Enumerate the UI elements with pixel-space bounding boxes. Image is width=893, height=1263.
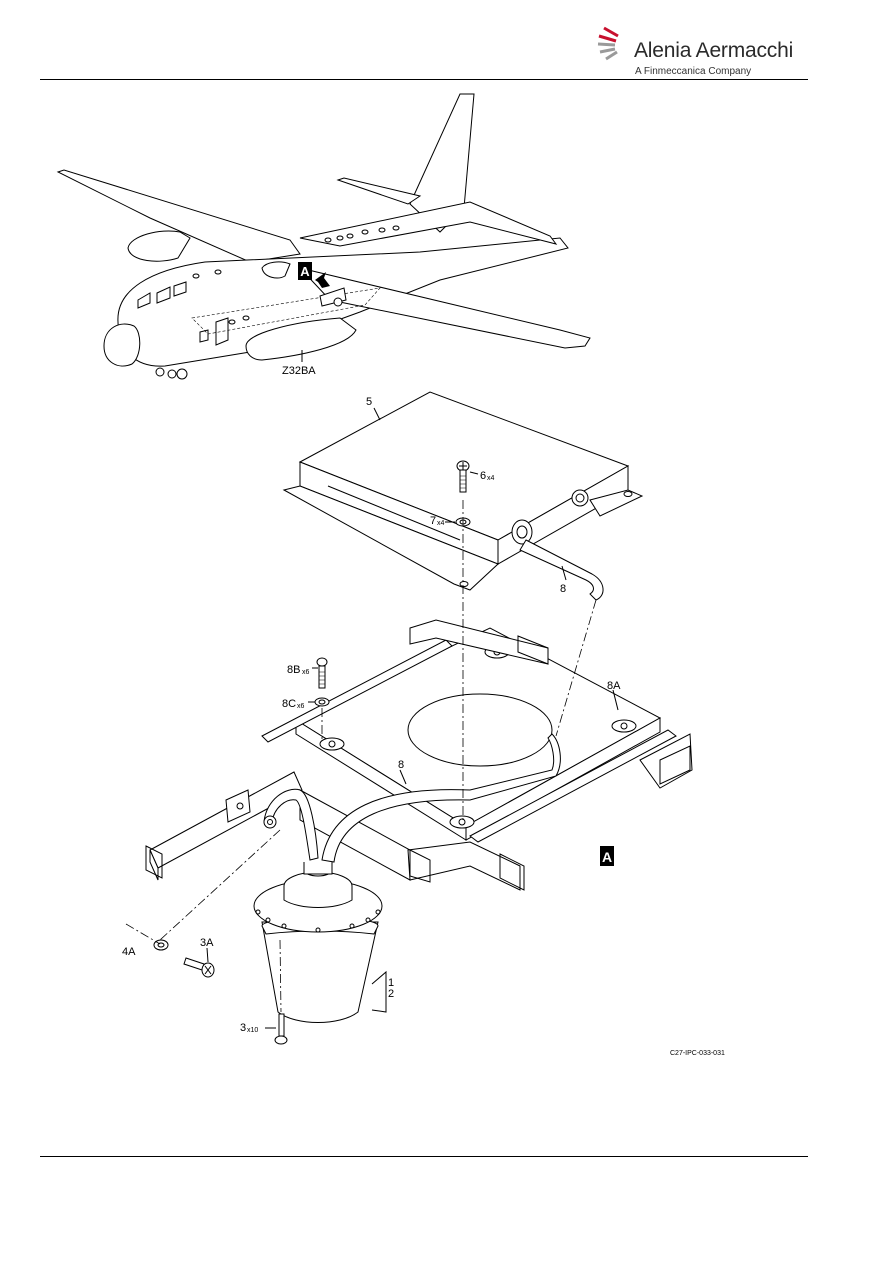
callout-item-2: 2 [388,988,394,1000]
screw-item-6-icon [456,460,470,493]
footer-rule [40,1156,808,1157]
zone-label: Z32BA [282,365,316,377]
callout-item-8c: 8C [282,698,296,710]
company-tagline: A Finmeccanica Company [635,66,752,77]
callout-item-1: 1 [388,977,394,989]
antenna-item-1-2-drawing [253,862,383,1023]
detail-view-letter: A [602,849,612,865]
callout-item-5: 5 [366,396,372,408]
washer-item-8c-icon [314,697,330,707]
screw-item-3a-icon [183,957,215,978]
callout-item-3-qty: x10 [247,1027,258,1034]
callout-item-8c-qty: x6 [297,703,305,710]
company-logo: Alenia Aermacchi A Finmeccanica Company [596,22,796,82]
logo-mark-icon [597,26,619,61]
callout-item-8b-qty: x6 [302,669,310,676]
mounting-tray-drawing [261,627,677,843]
callout-item-3: 3 [240,1022,246,1034]
screw-item-3-icon [274,1013,288,1045]
header-rule [40,79,808,80]
callout-item-3a: 3A [200,937,214,949]
drawing-number: C27-IPC-033-031 [670,1050,725,1057]
callout-item-7: 7 [430,515,436,527]
detail-marker-box [298,262,312,280]
callout-item-6-qty: x4 [487,475,495,482]
aircraft-structure-drawing [145,619,693,891]
callout-item-6: 6 [480,470,486,482]
callout-item-8a: 8A [607,680,621,692]
detail-marker-letter: A [300,264,310,279]
cable-item-8-upper [511,519,604,601]
detail-view-box [600,846,614,866]
cable-item-8-lower [263,733,561,863]
callout-item-7-qty: x4 [437,520,445,527]
callout-item-8-lower: 8 [398,759,404,771]
callout-item-8-upper: 8 [560,583,566,595]
callout-item-8b: 8B [287,664,300,676]
arrow-pointer-icon [315,272,330,288]
screw-item-8b-icon [316,657,328,689]
company-name: Alenia Aermacchi [634,39,794,62]
aircraft-locator-drawing [56,93,591,380]
callout-item-4a: 4A [122,946,136,958]
